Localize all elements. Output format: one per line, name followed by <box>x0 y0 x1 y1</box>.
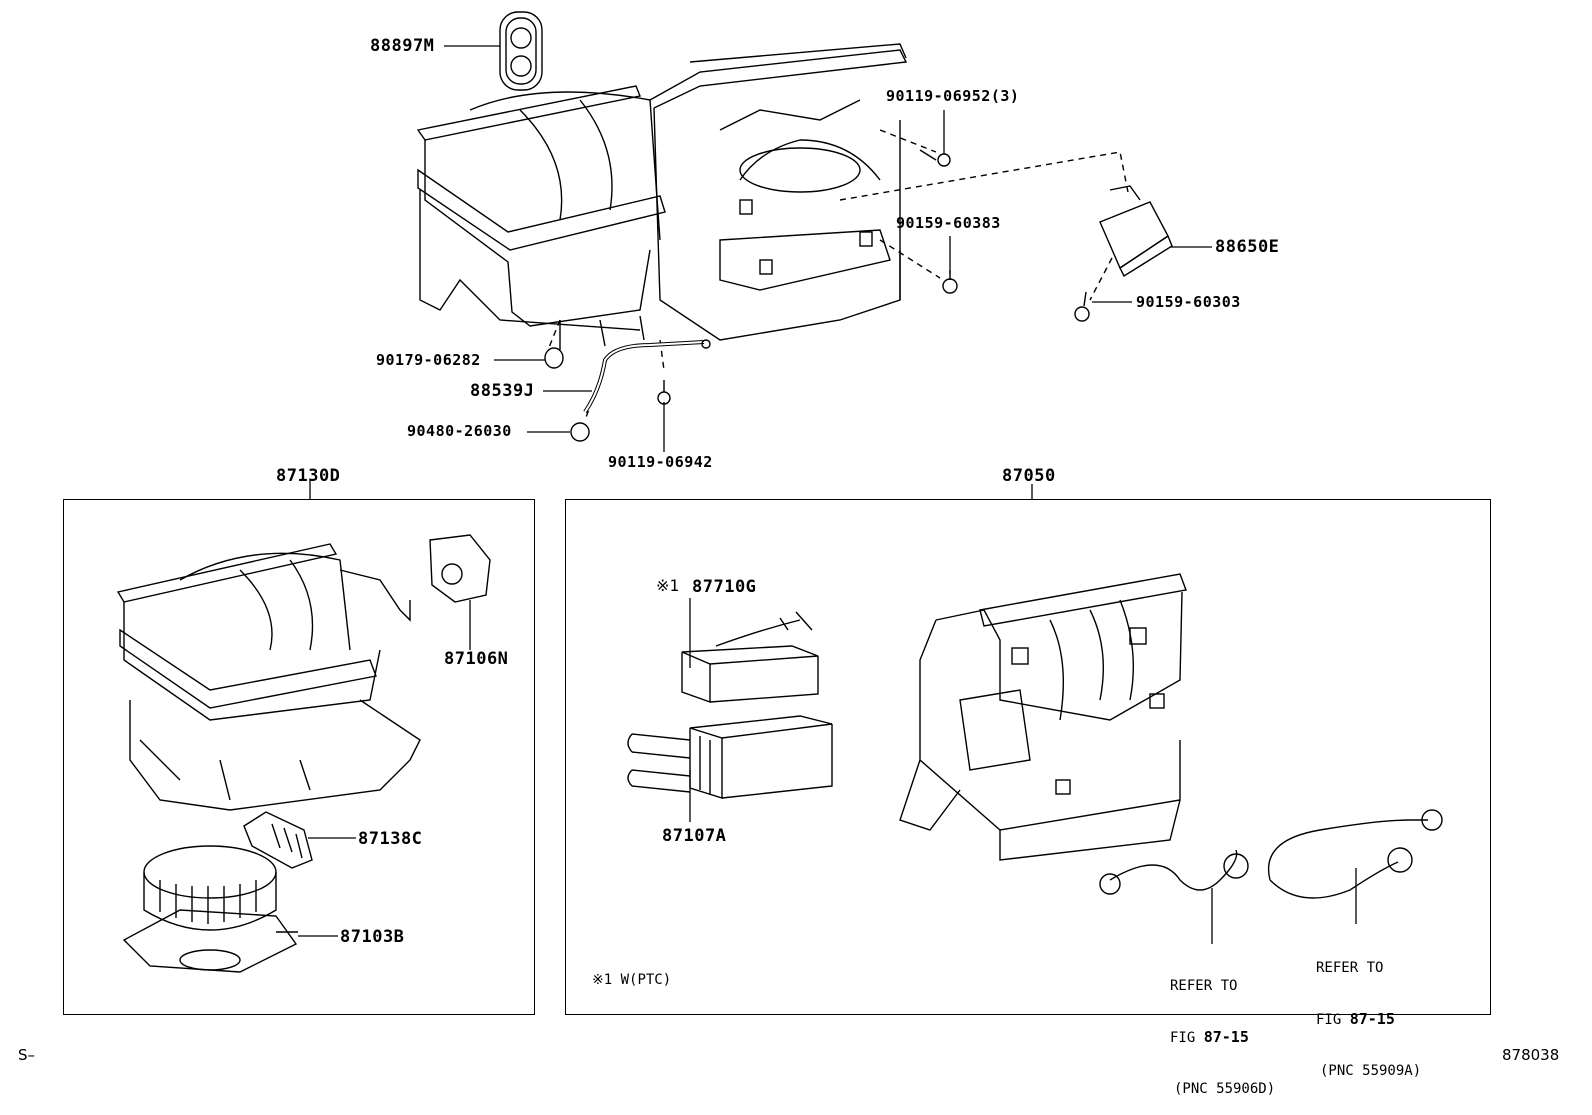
reference-fig-line[interactable]: FIG 87-15 <box>1316 1010 1395 1029</box>
hvac-case-87050-drawing <box>899 573 1187 861</box>
group-box-87050 <box>565 499 1491 1015</box>
group-title-87050[interactable]: 87050 <box>1002 466 1056 486</box>
leader-lines-top <box>444 45 1212 452</box>
reference-line1: REFER TO <box>1170 978 1238 994</box>
part-label-88650e[interactable]: 88650E <box>1215 237 1280 257</box>
reference-fig-link[interactable]: 87-15 <box>1203 1028 1249 1046</box>
part-label-88539j[interactable]: 88539J <box>470 381 535 401</box>
part-label-90159-60383[interactable]: 90159-60383 <box>896 214 1001 232</box>
leader-lines-right <box>689 484 1357 944</box>
heater-core-87107a-drawing <box>627 715 833 799</box>
ptc-marker: ※1 <box>656 576 680 595</box>
reference-note-55909a: REFER TO FIG 87-15 (PNC 55909A) <box>1316 926 1421 1097</box>
part-label-90159-60303[interactable]: 90159-60303 <box>1136 293 1241 311</box>
part-label-90119-06952[interactable]: 90119-06952(3) <box>886 87 1020 105</box>
part-label-88897m[interactable]: 88897M <box>370 36 435 56</box>
part-label-90119-06942[interactable]: 90119-06942 <box>608 453 713 471</box>
actuator-87106n-drawing <box>429 534 491 603</box>
corner-mark: S– <box>18 1046 36 1064</box>
part-label-87103b[interactable]: 87103B <box>340 927 405 947</box>
part-label-87106n[interactable]: 87106N <box>444 649 509 669</box>
ptc-heater-87710g-drawing <box>681 611 819 703</box>
leader-lines-left <box>298 480 471 937</box>
module-88650e-drawing <box>1099 185 1173 278</box>
reference-pnc: (PNC 55906D) <box>1174 1081 1276 1097</box>
blower-motor-87103b-drawing <box>122 845 298 973</box>
part-label-87710g[interactable]: 87710G <box>692 577 757 597</box>
hvac-unit-top-drawing <box>416 43 908 350</box>
group-title-87130d[interactable]: 87130D <box>276 466 341 486</box>
assembly-lines-top <box>547 129 1129 421</box>
blower-case-drawing <box>116 543 421 811</box>
footnote-ptc: ※1 W(PTC) <box>592 972 672 988</box>
part-label-90480-26030[interactable]: 90480-26030 <box>407 422 512 440</box>
group-box-87130d <box>63 499 535 1015</box>
reference-pnc: (PNC 55909A) <box>1320 1063 1422 1079</box>
reference-fig-link[interactable]: 87-15 <box>1349 1010 1395 1028</box>
grommet-88897m-drawing <box>499 11 543 91</box>
reference-line1: REFER TO <box>1316 960 1384 976</box>
sensor-harness-drawing <box>1099 809 1443 899</box>
figure-id: 878038 <box>1502 1046 1560 1064</box>
reference-fig-line[interactable]: FIG 87-15 <box>1170 1028 1249 1047</box>
part-label-87138c[interactable]: 87138C <box>358 829 423 849</box>
part-label-87107a[interactable]: 87107A <box>662 826 727 846</box>
resistor-87138c-drawing <box>243 811 313 869</box>
part-label-90179-06282[interactable]: 90179-06282 <box>376 351 481 369</box>
reference-note-55906d: REFER TO FIG 87-15 (PNC 55906D) <box>1170 944 1275 1115</box>
fasteners-top-drawing <box>544 149 1090 442</box>
